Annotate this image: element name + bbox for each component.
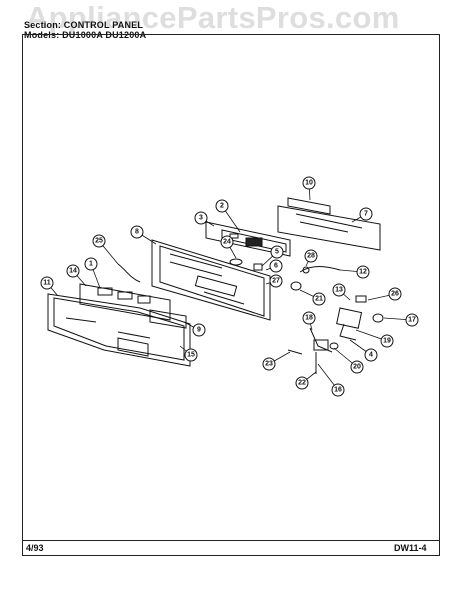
section-title: Section: CONTROL PANEL [24,20,144,30]
callout-19: 19 [380,334,394,348]
callout-1: 1 [84,257,98,271]
footer-page-code: DW11-4 [394,543,427,553]
callout-26-label: 26 [391,291,399,298]
callout-15: 15 [184,348,198,362]
callout-8: 8 [130,225,144,239]
callout-28: 28 [304,249,318,263]
callout-2-label: 2 [220,203,224,210]
callout-17: 17 [405,313,419,327]
leader-lines [46,182,413,391]
callout-22: 22 [295,376,309,390]
callout-6: 6 [269,259,283,273]
callout-13: 13 [332,283,346,297]
callout-7: 7 [359,207,373,221]
callout-23: 23 [262,357,276,371]
callout-6-label: 6 [274,263,278,270]
callout-18-label: 18 [305,315,313,322]
callout-10-label: 10 [305,180,313,187]
callout-20-label: 20 [353,364,361,371]
callout-3: 3 [194,211,208,225]
callout-24: 24 [220,235,234,249]
callout-27-label: 27 [272,278,280,285]
watermark-text: AppliancePartsPros.com [26,0,400,35]
diagram-frame [22,34,440,556]
callout-19-label: 19 [383,338,391,345]
callout-23-label: 23 [265,361,273,368]
callout-9: 9 [192,323,206,337]
part-small-components [117,258,341,291]
callout-14: 14 [66,264,80,278]
callout-15-label: 15 [187,352,195,359]
callout-10: 10 [302,176,316,190]
callout-9-label: 9 [197,327,201,334]
part-circuit-board [205,221,291,257]
callout-17-label: 17 [408,317,416,324]
callout-7-label: 7 [364,211,368,218]
part-top-cover [277,197,381,251]
part-panel-frame [47,293,191,367]
part-switch-assembly [336,295,384,341]
callout-5: 5 [270,245,284,259]
callout-22-label: 22 [298,380,306,387]
callout-27: 27 [269,274,283,288]
models-line: Models: DU1000A DU1200A [24,30,147,40]
part-control-overlay [79,283,187,329]
callout-12-label: 12 [359,269,367,276]
callout-14-label: 14 [69,268,77,275]
callout-11-label: 11 [43,280,51,287]
callout-3-label: 3 [199,215,203,222]
callout-16-label: 16 [334,387,342,394]
footer-date: 4/93 [26,543,44,553]
callout-2: 2 [215,199,229,213]
callout-8-label: 8 [135,229,139,236]
callout-21-label: 21 [315,296,323,303]
callout-4-label: 4 [369,352,373,359]
callout-25: 25 [92,234,106,248]
callout-11: 11 [40,276,54,290]
callout-21: 21 [312,292,326,306]
part-latch-assembly [287,327,339,374]
callout-16: 16 [331,383,345,397]
callout-25-label: 25 [95,238,103,245]
callout-26: 26 [388,287,402,301]
callout-1-label: 1 [89,261,93,268]
callout-5-label: 5 [275,249,279,256]
callout-24-label: 24 [223,239,231,246]
callout-18: 18 [302,311,316,325]
callout-28-label: 28 [307,253,315,260]
callout-20: 20 [350,360,364,374]
callout-13-label: 13 [335,287,343,294]
callout-4: 4 [364,348,378,362]
callout-12: 12 [356,265,370,279]
footer-divider [22,540,440,541]
